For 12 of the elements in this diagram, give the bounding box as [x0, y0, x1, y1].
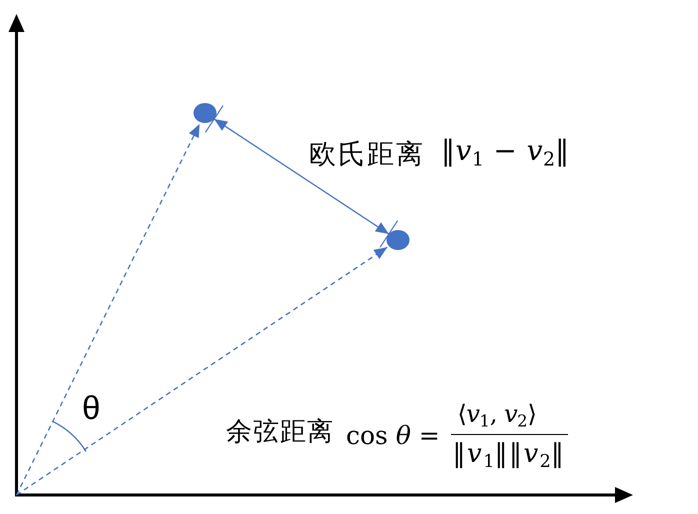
norm-formula: ‖v$_{1}$ − v$_{2}$‖: [441, 137, 570, 165]
point-dot: [194, 103, 216, 123]
formula-text: cos θ =: [346, 423, 440, 448]
term-label: 余弦距离: [226, 419, 334, 445]
dashed-arrow: [16, 246, 388, 496]
double-arrow: [204, 105, 398, 248]
term-label: 欧氏距离: [309, 141, 425, 168]
point-dot: [386, 230, 410, 250]
dashed-arrow: [16, 124, 200, 496]
fraction-denominator: ‖v$_{1}$‖‖v$_{2}$‖: [452, 441, 566, 467]
fraction-numerator: ⟨v$_{1}$, v$_{2}$⟩: [458, 402, 536, 426]
angle-symbol: θ: [82, 391, 100, 424]
